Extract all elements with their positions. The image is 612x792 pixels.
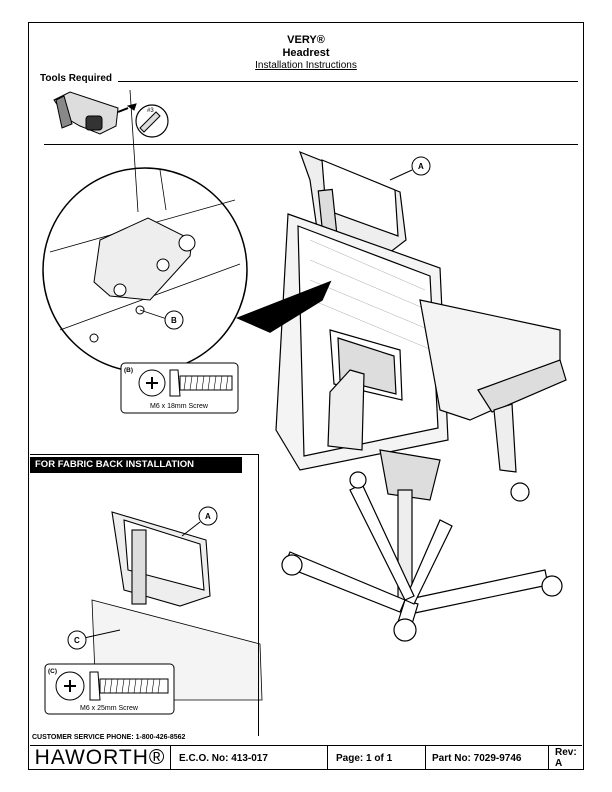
divider: [44, 144, 578, 145]
callout-c-label: C: [74, 636, 80, 645]
divider: [30, 454, 259, 455]
callout-a-label-fabric: A: [205, 512, 211, 521]
title-block: HAWORTH® E.C.O. No: 413-017 Page: 1 of 1…: [30, 745, 582, 770]
divider: [118, 81, 578, 82]
page-number: Page: 1 of 1: [328, 746, 426, 770]
chair-illustration: [275, 150, 567, 642]
callout-a-label: A: [418, 162, 424, 171]
fabric-back-section-label: FOR FABRIC BACK INSTALLATION: [30, 457, 242, 473]
divider: [258, 454, 259, 736]
part-number: Part No: 7029-9746: [426, 746, 549, 770]
document-subtitle: Installation Instructions: [255, 60, 357, 71]
tools-required-label: Tools Required: [40, 73, 113, 84]
screwdriver-bit-icon: [135, 104, 169, 138]
callout-b-bubble: [164, 310, 184, 330]
eco-number: E.C.O. No: 413-017: [171, 746, 328, 770]
screw-b-id: (B): [124, 367, 133, 374]
page-border: [28, 22, 584, 770]
product-title: Headrest: [282, 47, 330, 59]
callout-a-bubble: [411, 156, 431, 176]
callout-b-label: B: [171, 316, 177, 325]
callout-c-bubble: [67, 630, 87, 650]
callout-a-bubble-fabric: [198, 506, 218, 526]
screw-b-spec: M6 x 18mm Screw: [150, 403, 209, 410]
detail-bracket: [49, 89, 241, 343]
haworth-logo: HAWORTH®: [30, 746, 171, 770]
revision: Rev: A: [555, 747, 577, 769]
document-header: VERY® Headrest Installation Instructions: [0, 34, 612, 72]
screw-c-id: (C): [48, 668, 57, 675]
drill-icon: [53, 91, 137, 135]
bit-label: #3: [147, 108, 154, 114]
customer-service-phone: CUSTOMER SERVICE PHONE: 1-800-426-8562: [32, 734, 186, 741]
brand-title: VERY®: [287, 34, 325, 46]
screw-c-spec: M6 x 25mm Screw: [80, 705, 139, 712]
